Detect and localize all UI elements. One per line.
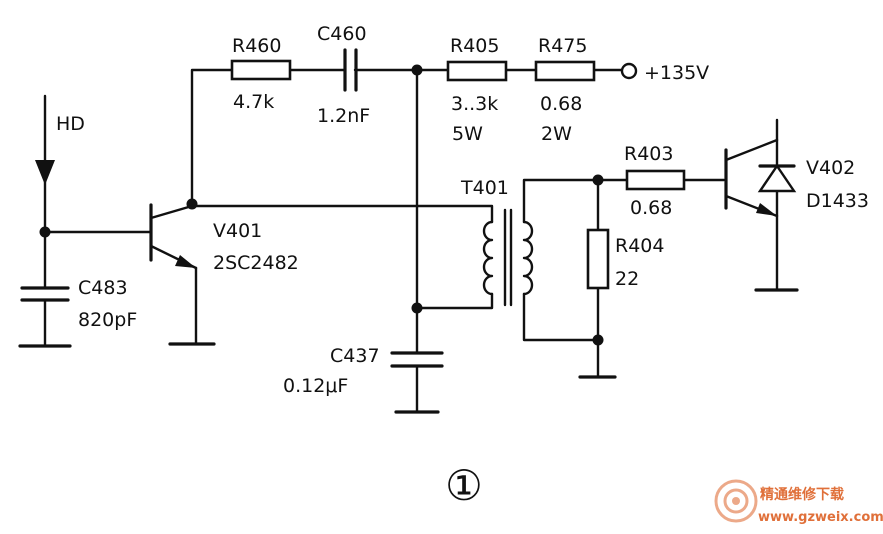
c460-ref: C460	[317, 23, 367, 45]
watermark-logo	[714, 479, 758, 523]
r460-ref: R460	[232, 35, 281, 57]
r405-rating: 5W	[452, 123, 483, 145]
t401-transformer	[482, 208, 534, 307]
r405-ref: R405	[450, 35, 499, 57]
c483-capacitor	[20, 286, 70, 302]
hd-input-label: HD	[56, 113, 85, 135]
r475-value: 0.68	[540, 93, 582, 115]
hd-input-arrow	[35, 160, 55, 185]
r460-value: 4.7k	[233, 91, 274, 113]
c437-ref: C437	[330, 345, 380, 367]
r403-resistor	[625, 169, 686, 191]
v402-part: D1433	[806, 190, 869, 212]
r475-ref: R475	[538, 35, 587, 57]
r404-resistor	[586, 228, 610, 290]
ground-symbols	[18, 288, 799, 379]
wires	[43, 68, 779, 414]
figure-number: ①	[445, 461, 483, 510]
v401-ref: V401	[213, 220, 262, 242]
r403-ref: R403	[624, 143, 673, 165]
watermark-url: www.gzweix.com	[758, 510, 883, 525]
r405-resistor	[446, 60, 508, 82]
r403-value: 0.68	[630, 197, 672, 219]
c483-value: 820pF	[78, 309, 137, 331]
r460-resistor	[230, 59, 292, 81]
r405-value: 3..3k	[451, 93, 498, 115]
t401-ref: T401	[460, 177, 509, 199]
watermark-brand: 精通维修下载	[760, 486, 844, 503]
junction-dots	[39, 64, 604, 346]
supply-label: +135V	[644, 62, 709, 84]
v401-transistor	[149, 203, 198, 270]
r475-resistor	[534, 60, 596, 82]
r404-value: 22	[615, 268, 639, 290]
supply-terminal	[620, 62, 638, 80]
c460-capacitor	[343, 48, 358, 92]
c437-capacitor	[390, 351, 444, 414]
c460-value: 1.2nF	[317, 105, 370, 127]
v401-part: 2SC2482	[213, 252, 299, 274]
r404-ref: R404	[615, 235, 664, 257]
c437-value: 0.12μF	[283, 375, 348, 397]
r475-rating: 2W	[541, 123, 572, 145]
c483-ref: C483	[78, 277, 128, 299]
v402-transistor	[724, 138, 797, 218]
v402-ref: V402	[806, 157, 855, 179]
